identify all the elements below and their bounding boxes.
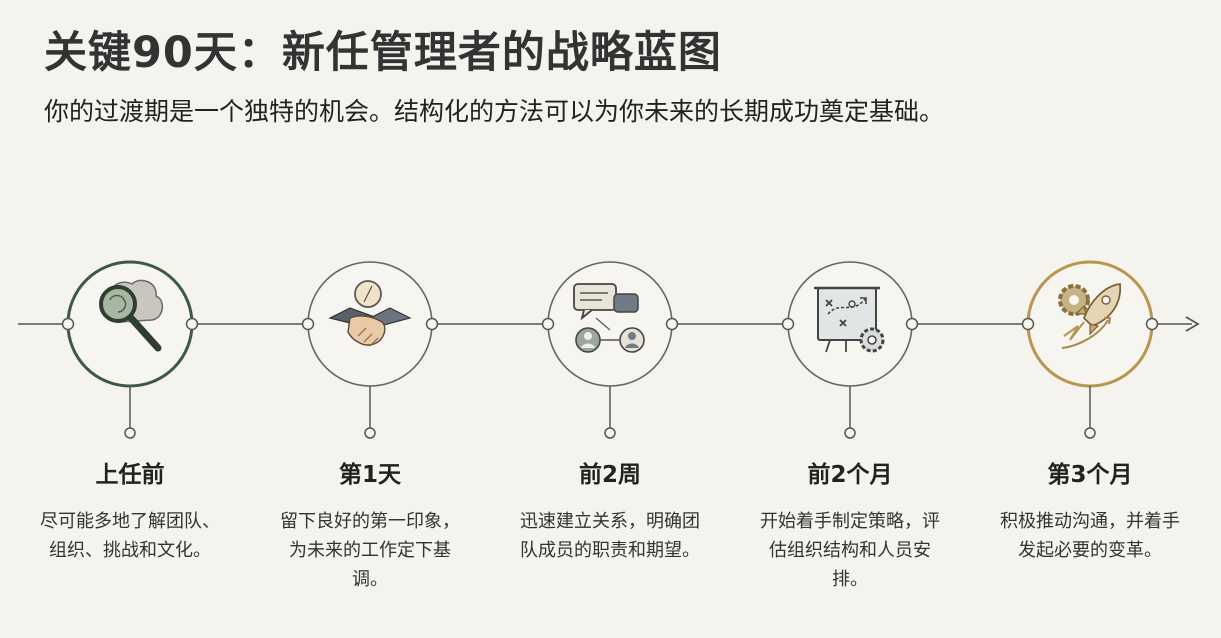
step-title-1: 上任前 xyxy=(95,462,165,488)
step-title-2: 第1天 xyxy=(338,462,401,488)
step-title-3: 前2周 xyxy=(578,462,641,488)
timeline-arrow-icon xyxy=(1185,316,1200,332)
magnifier-brain-icon xyxy=(99,279,164,352)
chat-people-icon xyxy=(573,283,645,353)
page-subtitle: 你的过渡期是一个独特的机会。结构化的方法可以为你未来的长期成功奠定基础。 xyxy=(44,97,945,126)
step-title-5: 第3个月 xyxy=(1047,462,1133,488)
strategy-board-gear-icon xyxy=(814,286,885,353)
timeline-node-1 xyxy=(61,260,199,439)
timeline-node-3 xyxy=(541,261,679,439)
step-desc-4: 开始着手制定策略，评估组织结构和人员安排。 xyxy=(760,511,940,590)
handshake-compass-icon xyxy=(328,280,412,347)
step-desc-2: 留下良好的第一印象，为未来的工作定下基调。 xyxy=(280,511,460,590)
timeline-node-2 xyxy=(301,261,439,439)
timeline-node-4 xyxy=(781,261,919,439)
page-title: 关键90天：新任管理者的战略蓝图 xyxy=(44,28,722,78)
step-desc-3: 迅速建立关系，明确团队成员的职责和期望。 xyxy=(520,511,700,561)
step-title-4: 前2个月 xyxy=(807,462,893,488)
timeline-node-5 xyxy=(1021,260,1159,439)
step-desc-1: 尽可能多地了解团队、组织、挑战和文化。 xyxy=(40,511,220,561)
rocket-gear-icon xyxy=(1058,282,1121,349)
step-desc-5: 积极推动沟通，并着手发起必要的变革。 xyxy=(1000,511,1180,561)
